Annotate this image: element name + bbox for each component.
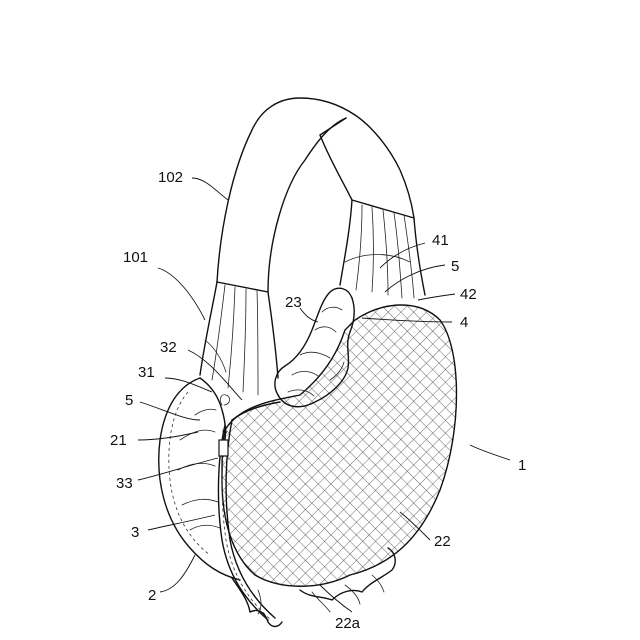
label-1: 1 <box>518 457 526 474</box>
label-21: 21 <box>110 432 127 449</box>
label-2: 2 <box>148 587 156 604</box>
label-5-right: 5 <box>451 258 459 275</box>
label-22a: 22a <box>335 615 361 632</box>
shoulder-strap-102 <box>217 98 414 292</box>
label-102: 102 <box>158 169 183 186</box>
label-23: 23 <box>285 294 302 311</box>
mesh-panel-22 <box>200 290 470 600</box>
label-42: 42 <box>460 286 477 303</box>
label-3: 3 <box>131 524 139 541</box>
label-32: 32 <box>160 339 177 356</box>
label-31: 31 <box>138 364 155 381</box>
label-4: 4 <box>460 314 468 331</box>
label-33: 33 <box>116 475 133 492</box>
zipper-slider <box>219 440 228 456</box>
label-22: 22 <box>434 533 451 550</box>
label-101: 101 <box>123 249 148 266</box>
label-5-left: 5 <box>125 392 133 409</box>
strap-gather-101 <box>200 282 278 395</box>
strap-gather-right <box>340 200 425 298</box>
label-41: 41 <box>432 232 449 249</box>
